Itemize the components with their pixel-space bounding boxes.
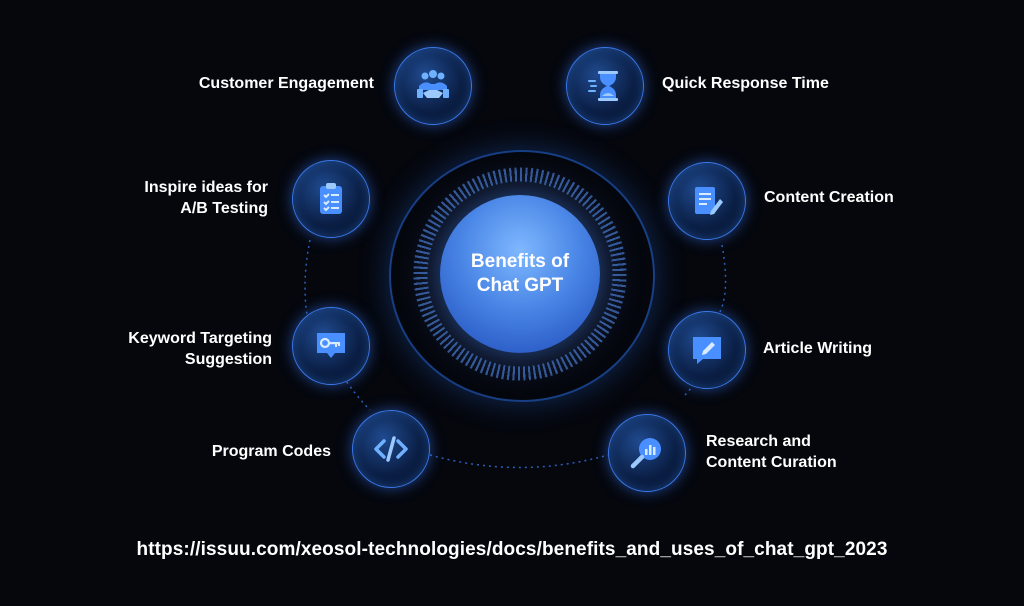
people-handshake-icon <box>417 70 449 98</box>
quick-response-node <box>566 47 644 125</box>
edit-pencil-icon <box>693 337 721 364</box>
hub-outer-ring <box>389 150 655 402</box>
program-codes-node <box>352 410 430 488</box>
keyword-targeting-node <box>292 307 370 385</box>
article-writing-label: Article Writing <box>763 340 873 357</box>
ab-testing-label: Inspire ideas for A/B Testing <box>144 179 268 217</box>
research-curation-label: Research and Content Curation <box>706 433 837 471</box>
quick-response-label: Quick Response Time <box>662 75 829 92</box>
content-creation-label: Content Creation <box>764 189 894 206</box>
hub-title-line-1: Benefits of <box>470 251 570 272</box>
article-writing-node <box>668 311 746 389</box>
hub-circle: Benefits of Chat GPT <box>440 195 600 353</box>
research-curation-node <box>608 414 686 492</box>
key-chat-bubble-icon <box>317 333 345 358</box>
customer-engagement-label: Customer Engagement <box>198 75 374 92</box>
ab-testing-node <box>292 160 370 238</box>
clipboard-checklist-icon <box>320 183 342 214</box>
keyword-targeting-label: Keyword Targeting Suggestion <box>128 330 272 368</box>
customer-engagement-node <box>394 47 472 125</box>
content-creation-node <box>668 162 746 240</box>
hourglass-icon <box>588 71 618 101</box>
source-url: https://issuu.com/xeosol-technologies/do… <box>136 539 888 560</box>
document-pen-icon <box>695 187 723 215</box>
program-codes-label: Program Codes <box>211 443 331 460</box>
hub-title-line-2: Chat GPT <box>476 275 564 296</box>
magnifier-chart-icon <box>630 438 661 469</box>
code-brackets-icon <box>374 436 408 462</box>
